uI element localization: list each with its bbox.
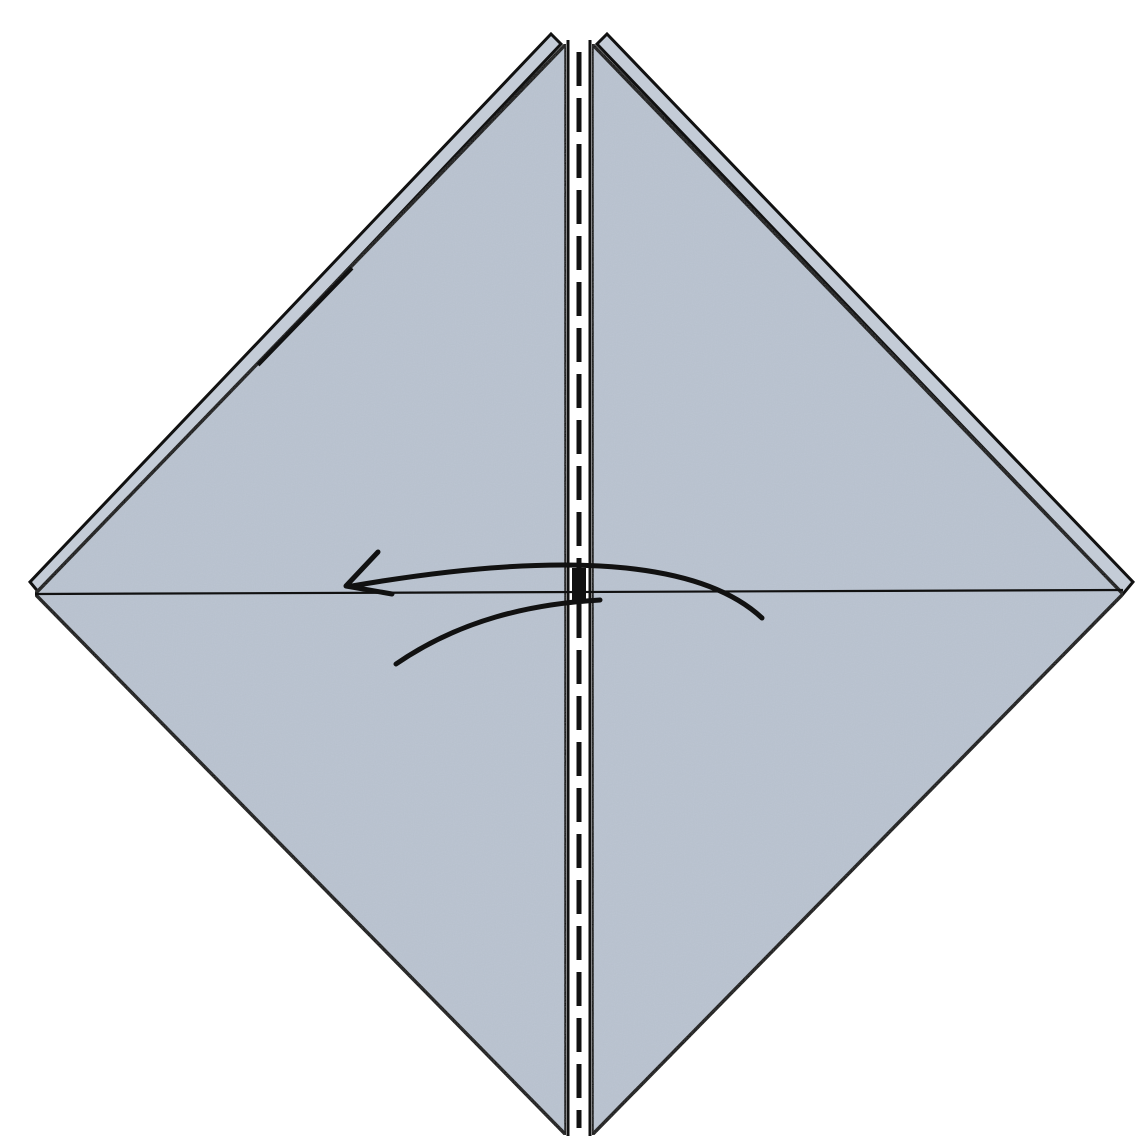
arrow-crossing-mark: [572, 568, 586, 602]
left-panel: [35, 44, 566, 1135]
